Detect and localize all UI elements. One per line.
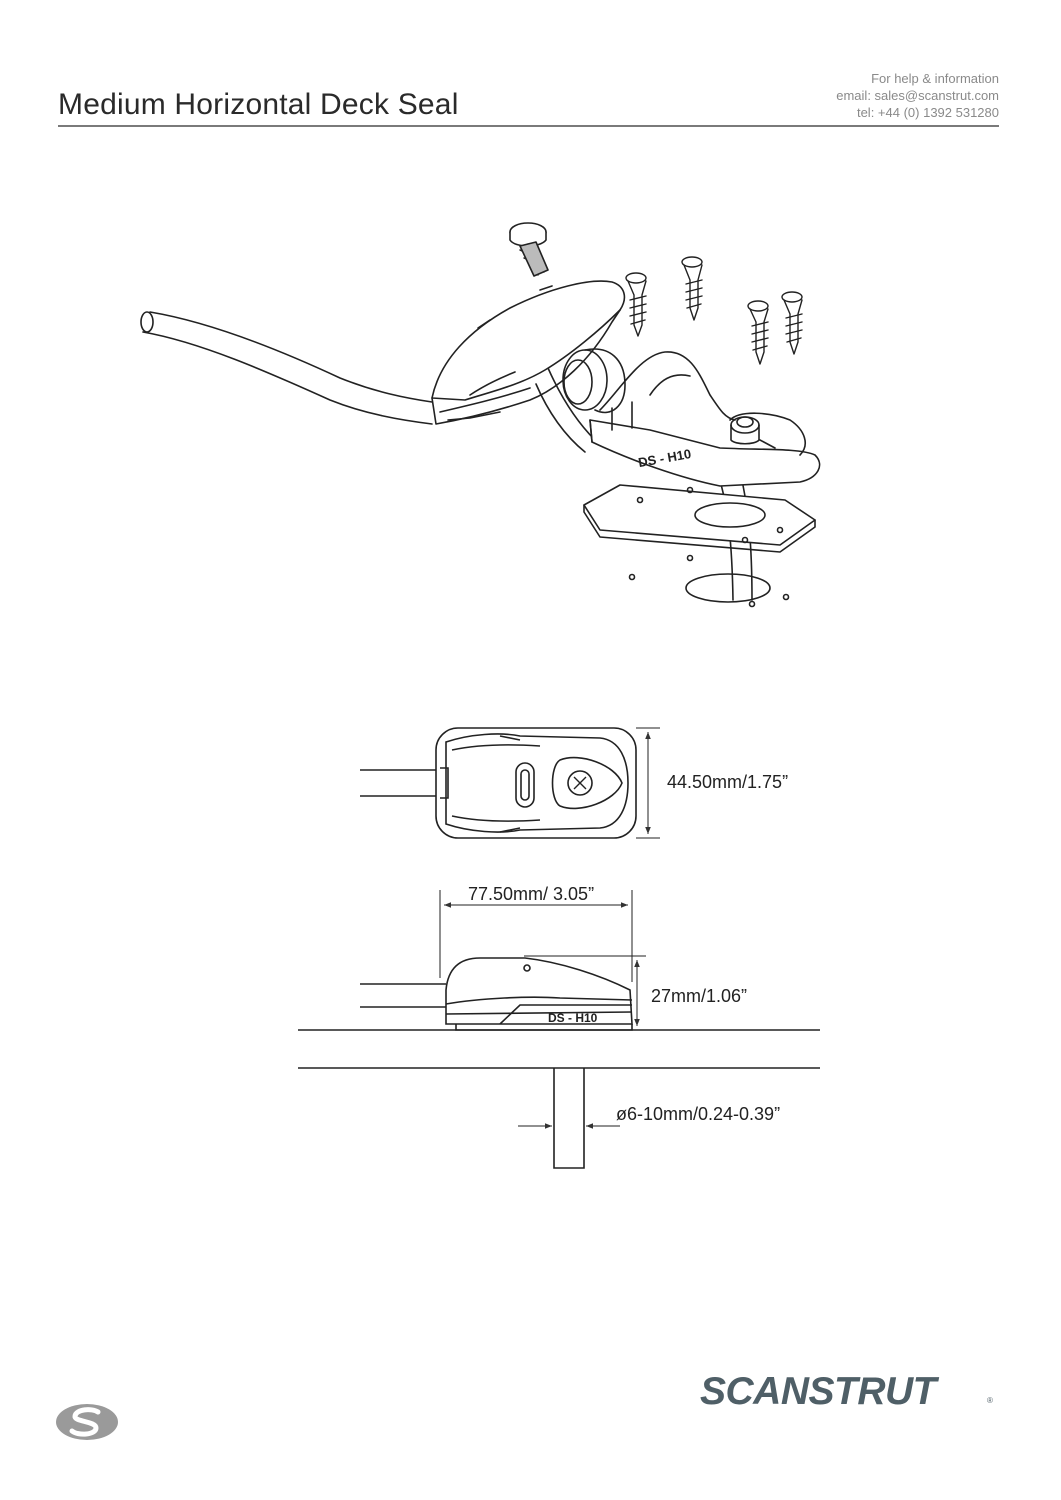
registered-mark: ® — [987, 1396, 993, 1405]
seal-cover — [431, 280, 626, 425]
dimension-length: 77.50mm/ 3.05” — [468, 884, 595, 904]
cover-bolt — [509, 222, 549, 277]
header-rule — [58, 125, 999, 127]
seal-base — [589, 351, 821, 487]
screw-4 — [781, 291, 803, 355]
screw-1 — [625, 272, 647, 337]
contact-phone: tel: +44 (0) 1392 531280 — [856, 105, 999, 120]
gasket — [583, 484, 816, 553]
side-cable — [360, 983, 446, 1008]
screw-3 — [747, 300, 769, 365]
dimension-height: 27mm/1.06” — [651, 986, 748, 1006]
dimension-width: 44.50mm/1.75” — [667, 772, 789, 792]
grommet — [562, 348, 626, 414]
cable-below-deck — [553, 1068, 585, 1169]
part-marking-side: DS - H10 — [548, 1011, 598, 1025]
contact-help: For help & information — [871, 71, 999, 86]
side-view — [298, 890, 820, 1169]
scanstrut-emblem-icon — [56, 1404, 118, 1440]
page-title: Medium Horizontal Deck Seal — [58, 88, 459, 121]
mounting-screws — [625, 256, 803, 365]
brand-logo: SCANSTRUT — [700, 1370, 937, 1413]
cable — [140, 311, 753, 601]
top-view — [360, 727, 660, 839]
contact-info: For help & information email: sales@scan… — [836, 70, 999, 121]
deck-hole — [628, 554, 790, 608]
dimension-cable-diameter: ø6-10mm/0.24-0.39” — [616, 1104, 781, 1124]
contact-email: email: sales@scanstrut.com — [836, 88, 999, 103]
exploded-view: DS - H10 — [140, 222, 821, 608]
screw-2 — [681, 256, 703, 321]
top-cable — [360, 769, 445, 797]
